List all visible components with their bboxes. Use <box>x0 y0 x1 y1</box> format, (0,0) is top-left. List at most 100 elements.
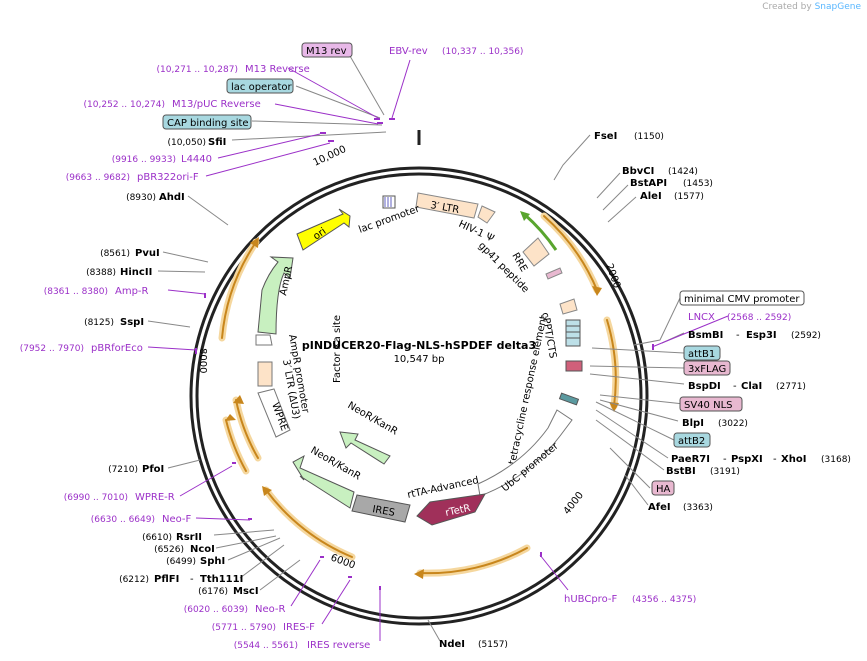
svg-text:Amp-R: Amp-R <box>115 286 149 297</box>
enzyme-rsrii[interactable]: (6610)RsrII <box>142 532 202 543</box>
svg-text:(9663 .. 9682): (9663 .. 9682) <box>66 173 130 183</box>
box-3xflag[interactable]: 3xFLAG <box>683 360 731 376</box>
enzyme-ndei[interactable]: NdeI(5157) <box>439 639 508 650</box>
svg-text:(3363): (3363) <box>683 503 713 513</box>
primer-pbr322ori-f[interactable]: (9663 .. 9682)pBR322ori-F <box>66 172 199 183</box>
snapgene-credit: Created by SnapGene <box>762 2 861 12</box>
svg-text:PfoI: PfoI <box>142 464 164 475</box>
feature-ires <box>351 494 411 523</box>
snapgene-logo-text: SnapGene <box>814 2 861 12</box>
enzyme-pfoi[interactable]: (7210) PfoI <box>108 464 164 475</box>
primer-wpre-r[interactable]: (6990 .. 7010)WPRE-R <box>64 492 175 503</box>
svg-text:PflFI: PflFI <box>154 574 179 585</box>
primer-amp-r[interactable]: (8361 .. 8380)Amp-R <box>44 286 149 297</box>
backbone-outer <box>189 166 649 626</box>
svg-text:Neo-F: Neo-F <box>162 514 192 525</box>
svg-text:(6020 .. 6039): (6020 .. 6039) <box>184 605 248 615</box>
svg-text:(8388): (8388) <box>86 268 116 278</box>
svg-text:BstBI: BstBI <box>666 466 696 477</box>
tick-4000: 4000 <box>562 490 586 517</box>
svg-text:pBRforEco: pBRforEco <box>91 343 143 354</box>
feature-wpre <box>257 388 291 438</box>
primer-hubcpro-f[interactable]: hUBCpro-F(4356 .. 4375) <box>564 594 696 605</box>
enzyme-bspdi[interactable]: BspDI-ClaI(2771) <box>688 381 806 392</box>
enzyme-blpi[interactable]: BlpI(3022) <box>682 418 748 429</box>
svg-text:IRES reverse: IRES reverse <box>307 640 370 651</box>
svg-text:-: - <box>736 330 740 341</box>
svg-text:attB1: attB1 <box>688 349 715 360</box>
feature-hiv-psi <box>477 205 496 224</box>
primer-ires-f[interactable]: (5771 .. 5790)IRES-F <box>212 622 315 633</box>
primer-neo-r[interactable]: (6020 .. 6039)Neo-R <box>184 604 286 615</box>
enzyme-fsei[interactable]: FseI(1150) <box>594 131 664 142</box>
enzyme-sphi[interactable]: (6499)SphI <box>166 556 225 567</box>
orange-arcs <box>218 212 620 577</box>
svg-text:(1150): (1150) <box>634 132 664 142</box>
feature-3ltr-du3 <box>257 361 273 387</box>
enzyme-alei[interactable]: AleI(1577) <box>640 191 704 202</box>
backbone-inner <box>195 172 643 620</box>
svg-text:MscI: MscI <box>233 586 259 597</box>
svg-text:BsmBI: BsmBI <box>688 330 723 341</box>
primer-neo-f[interactable]: (6630 .. 6649)Neo-F <box>91 514 192 525</box>
enzyme-ahdi[interactable]: (8930)AhdI <box>126 192 185 203</box>
enzyme-ncoi[interactable]: (6526)NcoI <box>154 544 215 555</box>
svg-text:(3168): (3168) <box>821 455 851 465</box>
enzyme-bstapi[interactable]: BstAPI(1453) <box>630 178 713 189</box>
box-attb1[interactable]: attB1 <box>683 345 721 361</box>
enzyme-afei[interactable]: AfeI (3363) <box>648 502 713 513</box>
svg-text:SfiI: SfiI <box>208 137 226 148</box>
label-3ltr: 3′ LTR <box>429 200 460 216</box>
svg-text:(6990 .. 7010): (6990 .. 7010) <box>64 493 128 503</box>
svg-text:-: - <box>723 454 727 465</box>
label-neor-inner: NeoR/KanR <box>346 400 400 437</box>
primer-pbrforeco[interactable]: (7952 .. 7970)pBRforEco <box>20 343 143 354</box>
svg-text:(1424): (1424) <box>668 167 698 177</box>
box-m13-rev[interactable]: M13 rev <box>301 42 353 58</box>
primer-ires-reverse[interactable]: (5544 .. 5561) IRES reverse <box>234 640 371 651</box>
svg-text:(10,271 .. 10,287): (10,271 .. 10,287) <box>157 65 238 75</box>
svg-text:(6499): (6499) <box>166 557 196 567</box>
box-minimal-cmv[interactable]: minimal CMV promoter <box>679 290 805 306</box>
svg-text:HA: HA <box>656 484 671 495</box>
primer-lncx[interactable]: LNCX(2568 .. 2592) <box>688 312 791 323</box>
svg-text:M13/pUC Reverse: M13/pUC Reverse <box>172 99 261 110</box>
feature-flag-ha <box>565 360 583 372</box>
svg-text:IRES-F: IRES-F <box>283 622 315 633</box>
enzyme-bstbi[interactable]: BstBI(3191) <box>666 466 740 477</box>
primer-labels: EBV-rev(10,337 .. 10,356) (10,271 .. 10,… <box>20 46 792 651</box>
svg-text:M13 Reverse: M13 Reverse <box>245 64 310 75</box>
boxed-features: M13 rev lac operator CAP binding site mi… <box>162 42 805 496</box>
enzyme-pflfi[interactable]: (6212)PflFI-Tth111I <box>119 574 243 585</box>
enzyme-pvui[interactable]: (8561)PvuI <box>100 248 160 259</box>
box-lac-operator[interactable]: lac operator <box>226 78 294 94</box>
svg-text:SspI: SspI <box>120 317 144 328</box>
enzyme-paer7i[interactable]: PaeR7I-PspXI-XhoI(3168) <box>671 454 851 465</box>
feature-neor-inner <box>339 431 391 465</box>
svg-text:lac operator: lac operator <box>231 82 292 93</box>
label-rtetr: rTetR <box>444 503 471 519</box>
enzyme-sspi[interactable]: (8125)SspI <box>84 317 144 328</box>
enzyme-hincii[interactable]: (8388)HincII <box>86 267 152 278</box>
enzyme-bsmbi[interactable]: BsmBI-Esp3I(2592) <box>688 330 821 341</box>
primer-ebv-rev[interactable]: EBV-rev(10,337 .. 10,356) <box>389 46 523 57</box>
svg-text:(2771): (2771) <box>776 382 806 392</box>
box-sv40-nls[interactable]: SV40 NLS <box>679 396 743 412</box>
feature-cppt <box>559 298 578 315</box>
box-ha[interactable]: HA <box>651 480 675 496</box>
primer-m13-reverse[interactable]: (10,271 .. 10,287) M13 Reverse <box>157 64 310 75</box>
box-attb2[interactable]: attB2 <box>673 432 711 448</box>
svg-text:(7210): (7210) <box>108 465 138 475</box>
primer-ticks <box>195 118 654 590</box>
primer-l4440[interactable]: (9916 .. 9933)L4440 <box>112 154 212 165</box>
svg-text:(8930): (8930) <box>126 193 156 203</box>
enzyme-bbvci[interactable]: BbvCI(1424) <box>622 166 698 177</box>
enzyme-msci[interactable]: (6176)MscI <box>198 586 259 597</box>
box-cap-binding-site[interactable]: CAP binding site <box>162 114 252 130</box>
primer-m13-puc-reverse[interactable]: (10,252 .. 10,274)M13/pUC Reverse <box>84 99 261 110</box>
svg-text:(1577): (1577) <box>674 192 704 202</box>
label-factor-xa: Factor Xa site <box>332 315 343 383</box>
svg-text:(5544 .. 5561): (5544 .. 5561) <box>234 641 298 651</box>
svg-text:AfeI: AfeI <box>648 502 671 513</box>
enzyme-sfii[interactable]: (10,050)SfiI <box>167 137 226 148</box>
